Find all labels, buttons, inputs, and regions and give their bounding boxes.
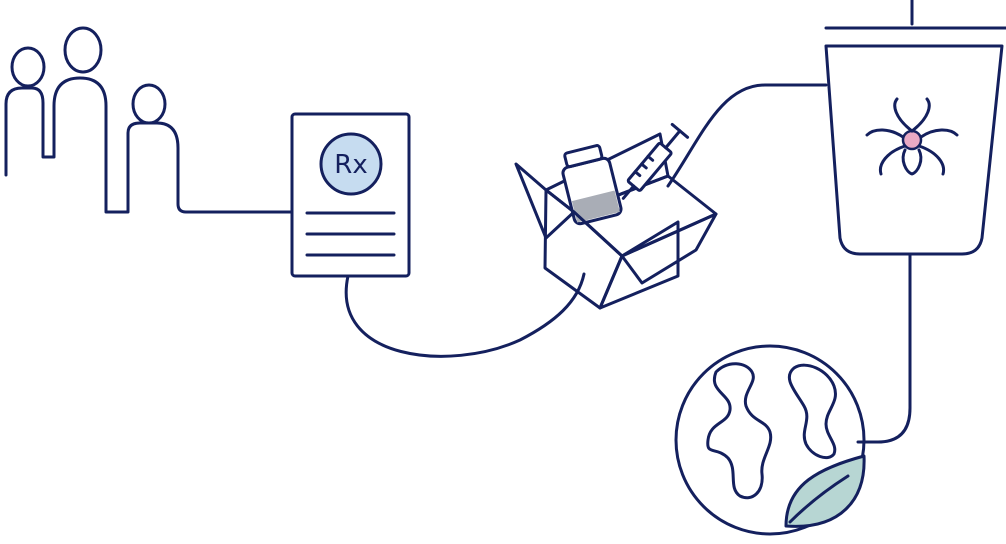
- biohazard-symbol-icon: [865, 97, 959, 176]
- connector-people-to-rx: [176, 180, 294, 214]
- syringe-icon: [621, 122, 690, 200]
- earth-leaf-icon: [674, 344, 866, 536]
- earth-icon: [674, 344, 866, 536]
- connector-box-to-bin: [666, 83, 828, 188]
- rx-badge: [319, 132, 383, 196]
- biohazard-bin-icon: [824, 0, 1006, 256]
- rx-label: Rx: [334, 150, 367, 180]
- prescription-icon: Rx: [290, 112, 411, 278]
- connector-bin-to-earth: [856, 252, 912, 444]
- connector-rx-to-box: [344, 272, 586, 358]
- medication-box-icon: [514, 122, 718, 310]
- people-icon: [4, 26, 180, 214]
- connectors: [176, 83, 912, 444]
